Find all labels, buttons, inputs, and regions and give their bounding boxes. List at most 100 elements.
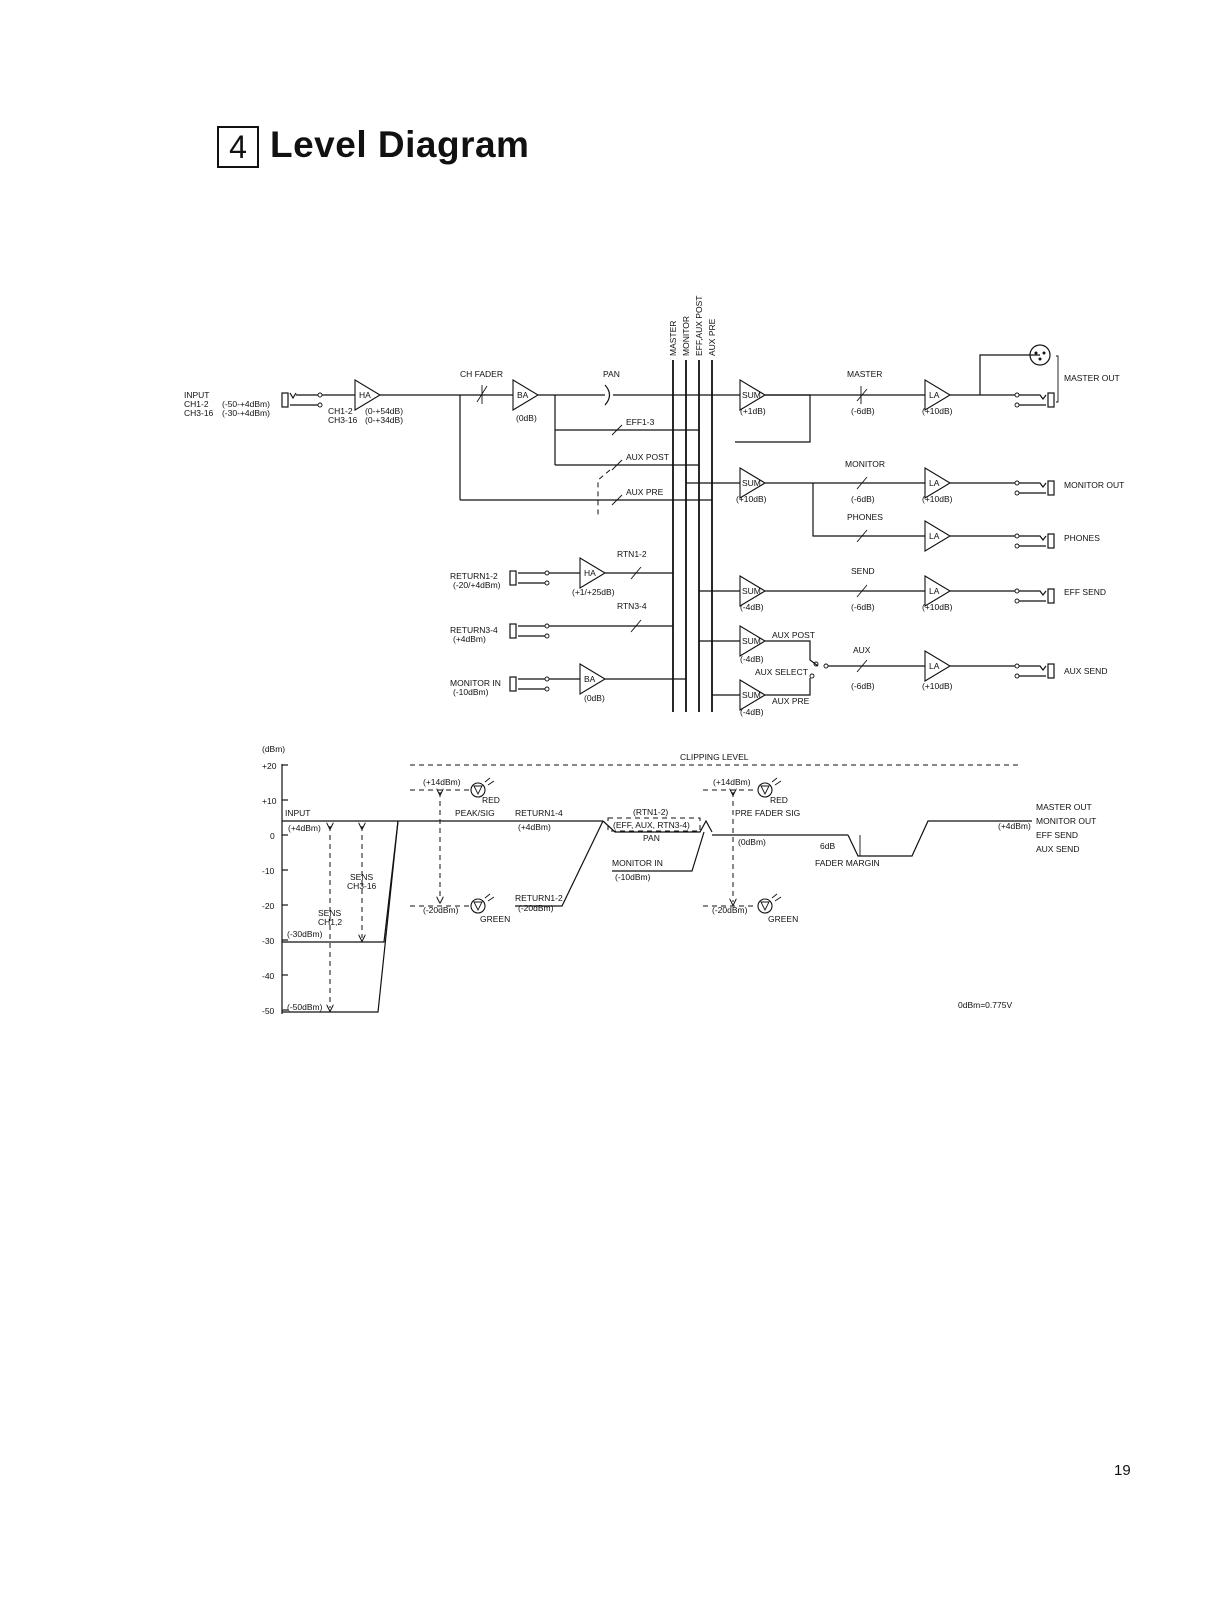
input-ha-amp: HA	[354, 379, 382, 411]
svg-text:(-6dB): (-6dB)	[851, 406, 875, 416]
svg-text:(+4dBm): (+4dBm)	[453, 634, 486, 644]
y-axis-ticks: +20 +10 0 -10 -20 -30 -40 -50	[262, 761, 288, 1016]
input-jack	[281, 392, 289, 408]
svg-text:RED: RED	[482, 795, 500, 805]
svg-text:-50: -50	[262, 1006, 275, 1016]
svg-text:-30: -30	[262, 936, 275, 946]
svg-text:(-20dBm): (-20dBm)	[712, 905, 748, 915]
svg-text:PHONES: PHONES	[1064, 533, 1100, 543]
svg-text:(EFF, AUX, RTN3-4): (EFF, AUX, RTN3-4)	[613, 820, 690, 830]
svg-text:SEND: SEND	[851, 566, 875, 576]
svg-text:+10: +10	[262, 796, 277, 806]
svg-text:-40: -40	[262, 971, 275, 981]
input-label: INPUT	[184, 390, 210, 400]
svg-text:MONITOR IN: MONITOR IN	[450, 678, 501, 688]
svg-text:EFF SEND: EFF SEND	[1064, 587, 1106, 597]
svg-text:PAN: PAN	[603, 369, 620, 379]
svg-text:AUX POST: AUX POST	[772, 630, 815, 640]
svg-text:(-4dB): (-4dB)	[740, 602, 764, 612]
bus-label-monitor: MONITOR	[681, 316, 691, 356]
svg-text:BA: BA	[584, 674, 596, 684]
channel-ba-amp: BA (0dB)	[512, 379, 540, 423]
svg-text:(+14dBm): (+14dBm)	[423, 777, 461, 787]
input-section: INPUT CH1-2 (-50-+4dBm) CH3-16 (-30-+4dB…	[184, 390, 403, 425]
svg-text:MONITOR OUT: MONITOR OUT	[1036, 816, 1096, 826]
peak-sig-indicator: (+14dBm) RED PEAK/SIG (-20dBm) GREEN	[410, 777, 510, 924]
bus-label-eff-aux-post: EFF,AUX POST	[694, 296, 704, 356]
svg-text:MONITOR OUT: MONITOR OUT	[1064, 480, 1124, 490]
eff-send-chain: SUM (-4dB) SEND (-6dB) LA (+10dB) EFF SE…	[699, 566, 1106, 612]
svg-text:+20: +20	[262, 761, 277, 771]
svg-text:PAN: PAN	[643, 833, 660, 843]
svg-text:(-10dBm): (-10dBm)	[615, 872, 651, 882]
svg-text:EFF SEND: EFF SEND	[1036, 830, 1078, 840]
svg-text:(-20dBm): (-20dBm)	[423, 905, 459, 915]
ha-gain-ch12-val: (0-+54dB)	[365, 406, 403, 416]
bus-lines	[672, 360, 713, 712]
svg-text:SENS: SENS	[350, 872, 373, 882]
svg-text:RTN3-4: RTN3-4	[617, 601, 647, 611]
ch-fader: CH FADER	[460, 369, 503, 404]
svg-text:CH3-16: CH3-16	[347, 881, 377, 891]
svg-text:(+4dBm): (+4dBm)	[998, 821, 1031, 831]
svg-text:EFF1-3: EFF1-3	[626, 417, 655, 427]
svg-text:AUX SELECT: AUX SELECT	[755, 667, 808, 677]
svg-text:(0dBm): (0dBm)	[738, 837, 766, 847]
svg-text:RETURN1-4: RETURN1-4	[515, 808, 563, 818]
svg-text:0: 0	[270, 831, 275, 841]
svg-text:(-20dBm): (-20dBm)	[518, 903, 554, 913]
svg-text:AUX POST: AUX POST	[626, 452, 669, 462]
svg-text:LA: LA	[929, 390, 940, 400]
svg-text:(+10dB): (+10dB)	[736, 494, 767, 504]
svg-text:RED: RED	[770, 795, 788, 805]
section-number-box: 4	[217, 126, 259, 168]
svg-text:(0dB): (0dB)	[584, 693, 605, 703]
bus-labels: MASTER MONITOR EFF,AUX POST AUX PRE	[668, 296, 717, 356]
svg-text:AUX PRE: AUX PRE	[772, 696, 810, 706]
svg-text:CH FADER: CH FADER	[460, 369, 503, 379]
input-ch316: CH3-16	[184, 408, 214, 418]
svg-text:INPUT: INPUT	[285, 808, 311, 818]
page-title: Level Diagram	[270, 124, 530, 165]
svg-text:PHONES: PHONES	[847, 512, 883, 522]
svg-text:(-20/+4dBm): (-20/+4dBm)	[453, 580, 501, 590]
ha-gain-ch316: CH3-16	[328, 415, 358, 425]
master-chain: SUM (+1dB) MASTER (-6dB) LA (+10dB) MAST…	[735, 344, 1120, 443]
svg-text:SUM: SUM	[742, 478, 761, 488]
svg-text:(-4dB): (-4dB)	[740, 707, 764, 717]
svg-text:0dBm=0.775V: 0dBm=0.775V	[958, 1000, 1012, 1010]
svg-text:FADER MARGIN: FADER MARGIN	[815, 858, 880, 868]
return-traces: RETURN1-4 (+4dBm) RETURN1-2 (-20dBm) (RT…	[398, 807, 713, 913]
ha-gain-ch316-val: (0-+34dB)	[365, 415, 403, 425]
svg-text:LA: LA	[929, 586, 940, 596]
svg-text:AUX SEND: AUX SEND	[1064, 666, 1107, 676]
aux-send-chain: SUM (-4dB) AUX POST AUX SELECT SUM (-4dB…	[699, 625, 1107, 717]
pan-control: PAN	[603, 369, 740, 406]
svg-text:AUX PRE: AUX PRE	[626, 487, 664, 497]
svg-text:BA: BA	[517, 390, 529, 400]
svg-text:MASTER OUT: MASTER OUT	[1064, 373, 1120, 383]
svg-text:AUX: AUX	[853, 645, 871, 655]
input-ch316-range: (-30-+4dBm)	[222, 408, 270, 418]
svg-text:SUM: SUM	[742, 586, 761, 596]
svg-text:(+4dBm): (+4dBm)	[518, 822, 551, 832]
svg-text:SENS: SENS	[318, 908, 341, 918]
svg-text:-20: -20	[262, 901, 275, 911]
svg-text:MONITOR: MONITOR	[845, 459, 885, 469]
svg-text:LA: LA	[929, 531, 940, 541]
svg-text:HA: HA	[359, 390, 371, 400]
svg-text:MASTER OUT: MASTER OUT	[1036, 802, 1092, 812]
svg-text:(+10dB): (+10dB)	[922, 602, 953, 612]
bus-label-master: MASTER	[668, 321, 678, 356]
clipping-level-label: CLIPPING LEVEL	[680, 752, 749, 762]
level-chart: (dBm) +20 +10 0 -10 -20 -30 -40 -50 CLIP…	[262, 744, 1096, 1016]
svg-text:HA: HA	[584, 568, 596, 578]
svg-text:RETURN1-2: RETURN1-2	[450, 571, 498, 581]
svg-text:GREEN: GREEN	[768, 914, 798, 924]
svg-text:SUM: SUM	[742, 390, 761, 400]
svg-text:PEAK/SIG: PEAK/SIG	[455, 808, 495, 818]
input-ch12: CH1-2	[184, 399, 209, 409]
svg-text:(-6dB): (-6dB)	[851, 681, 875, 691]
svg-text:(+4dBm): (+4dBm)	[288, 823, 321, 833]
